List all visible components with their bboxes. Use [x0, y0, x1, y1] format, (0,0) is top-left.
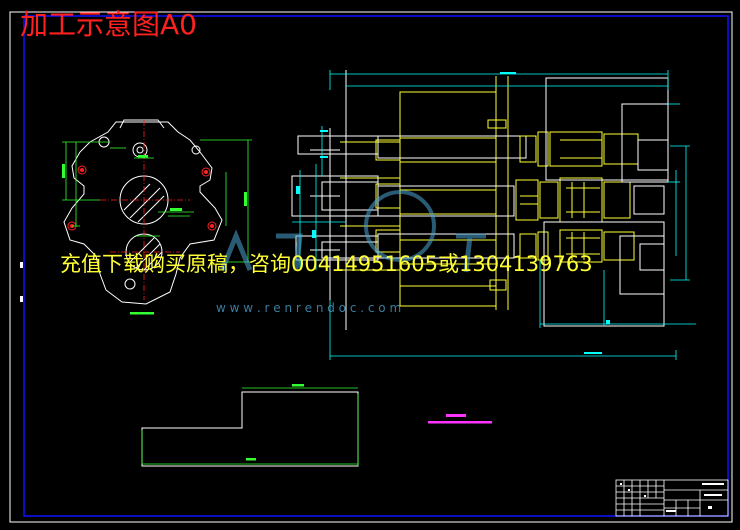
machine-dimensions [292, 70, 696, 360]
workpiece-outline [141, 391, 359, 467]
purchase-notice-overlay: 充值下载购买原稿，咨询0041495160​5或1304139763 [60, 252, 593, 276]
machine-dimension-marks [296, 72, 610, 354]
workpiece-dimension-marks [246, 384, 304, 461]
outer-frame [9, 11, 733, 523]
machine-motor-units [543, 77, 669, 327]
machine-couplings [487, 119, 639, 291]
machine-shafts [291, 70, 527, 330]
title-block [615, 479, 729, 517]
technical-requirements [428, 414, 492, 424]
machine-yellow-bodies [340, 76, 509, 310]
part-center-lines [100, 120, 190, 300]
inner-border [23, 15, 729, 517]
watermark-text: w w w . r e n r e n d o c . c o m [216, 301, 401, 315]
title-block-marks [620, 483, 724, 512]
part-dimension-marks [20, 155, 247, 315]
workpiece-dimensions [141, 387, 359, 466]
part-dimensions [62, 139, 252, 263]
page-title: 加工示意图A0 [20, 8, 197, 41]
watermark-logo [219, 190, 486, 273]
